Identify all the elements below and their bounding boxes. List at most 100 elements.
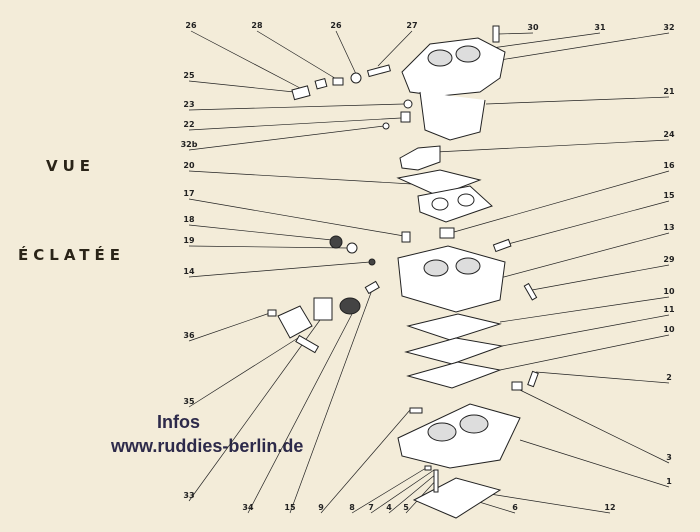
callout-label-l36: 36 — [183, 331, 195, 340]
part-35 — [277, 305, 313, 339]
parts-group — [267, 25, 539, 519]
cover-body — [419, 91, 486, 141]
callout-label-l15a: 15 — [663, 191, 675, 200]
leader-line-l21 — [485, 96, 670, 105]
leader-line-l3 — [519, 389, 670, 464]
leader-line-l14 — [188, 261, 371, 278]
leader-line-l10a — [499, 296, 670, 323]
leader-line-l22 — [188, 117, 402, 131]
gasket-10b — [406, 361, 502, 389]
callout-label-l35: 35 — [183, 397, 195, 406]
callout-label-l28: 28 — [251, 21, 263, 30]
top-cover — [401, 37, 506, 97]
leader-line-l26a — [190, 30, 301, 89]
leader-line-l12 — [489, 493, 611, 514]
callout-label-l16: 16 — [663, 161, 675, 170]
leader-line-l15a — [507, 200, 670, 245]
callout-label-l32b: 32b — [181, 140, 198, 149]
leader-line-l35 — [188, 337, 299, 408]
leader-line-l26b — [335, 30, 357, 75]
leader-line-l31 — [491, 32, 601, 49]
callout-label-l33: 33 — [183, 491, 194, 500]
callout-label-l12: 12 — [604, 503, 615, 512]
leader-line-l2 — [535, 371, 670, 384]
body-bore-2 — [455, 257, 481, 275]
plate-16 — [417, 185, 493, 223]
part-28 — [332, 77, 344, 86]
leader-line-l9 — [320, 409, 411, 514]
part-34 — [339, 297, 361, 315]
leader-line-l25 — [188, 80, 295, 93]
part-23 — [403, 99, 413, 109]
gasket-10a — [406, 313, 502, 341]
body-bore-1 — [423, 259, 449, 277]
gasket-20 — [396, 169, 482, 197]
leader-line-l32 — [499, 32, 670, 61]
leader-line-l20 — [188, 170, 413, 185]
leader-line-l24 — [435, 139, 670, 153]
flange-12 — [412, 477, 502, 519]
title-eclatee: ÉCLATÉE — [18, 246, 125, 264]
leader-line-l34 — [247, 313, 353, 514]
callout-label-l22: 22 — [183, 120, 194, 129]
leader-line-l28 — [256, 30, 339, 81]
leader-line-l11 — [501, 314, 670, 347]
part-15 — [492, 238, 512, 253]
base-bore-1 — [427, 422, 457, 442]
part-8 — [424, 465, 432, 471]
callout-label-l4: 4 — [386, 503, 392, 512]
leader-line-l10b — [499, 334, 670, 371]
cover-bore-1 — [427, 49, 453, 67]
part-26 — [314, 77, 328, 90]
callout-label-l6: 6 — [512, 503, 518, 512]
part-3 — [511, 381, 523, 391]
callout-label-l34: 34 — [242, 503, 254, 512]
callout-label-l7: 7 — [368, 503, 374, 512]
callout-label-l26a: 26 — [185, 21, 197, 30]
part-36 — [267, 309, 277, 317]
callout-label-l5: 5 — [403, 503, 409, 512]
callout-label-l29: 29 — [663, 255, 675, 264]
gasket-11 — [404, 337, 504, 365]
leader-line-l1 — [519, 439, 670, 488]
callout-label-l11: 11 — [663, 305, 675, 314]
callout-label-l8: 8 — [349, 503, 355, 512]
leader-line-l30 — [497, 32, 534, 35]
leader-line-l18 — [188, 224, 333, 241]
part-14 — [368, 258, 376, 266]
callout-label-l30: 30 — [527, 23, 539, 32]
part-27 — [366, 64, 391, 78]
leader-line-l7 — [370, 469, 435, 514]
leader-line-l32b — [188, 125, 385, 151]
leader-line-l17 — [188, 198, 405, 237]
callout-label-l15b: 15 — [284, 503, 296, 512]
callout-label-l25: 25 — [183, 71, 195, 80]
base-bore-2 — [459, 414, 489, 434]
watermark-url: www.ruddies-berlin.de — [111, 436, 304, 456]
callout-label-l31: 31 — [594, 23, 606, 32]
callout-label-l27: 27 — [406, 21, 417, 30]
leader-line-l13 — [499, 232, 670, 279]
callout-label-l23: 23 — [183, 100, 194, 109]
part-6 — [433, 469, 439, 493]
callout-label-l19: 19 — [183, 236, 195, 245]
leader-line-l23 — [188, 103, 405, 111]
leader-line-l29 — [531, 264, 670, 291]
plate-bore-2 — [457, 193, 475, 207]
part-35-pipe — [295, 334, 320, 354]
part-32b — [382, 122, 390, 130]
base-1 — [397, 403, 521, 469]
plate-bore-1 — [431, 197, 449, 211]
callout-label-l18: 18 — [183, 215, 195, 224]
part-30 — [492, 25, 500, 43]
callout-label-l10a: 10 — [663, 287, 675, 296]
callout-label-l26b: 26 — [330, 21, 342, 30]
callout-label-l3: 3 — [666, 453, 672, 462]
part-19 — [346, 242, 358, 254]
callout-label-l14: 14 — [183, 267, 195, 276]
callout-label-l10b: 10 — [663, 325, 675, 334]
callout-label-l2: 2 — [666, 373, 672, 382]
leader-line-l36 — [188, 312, 271, 342]
